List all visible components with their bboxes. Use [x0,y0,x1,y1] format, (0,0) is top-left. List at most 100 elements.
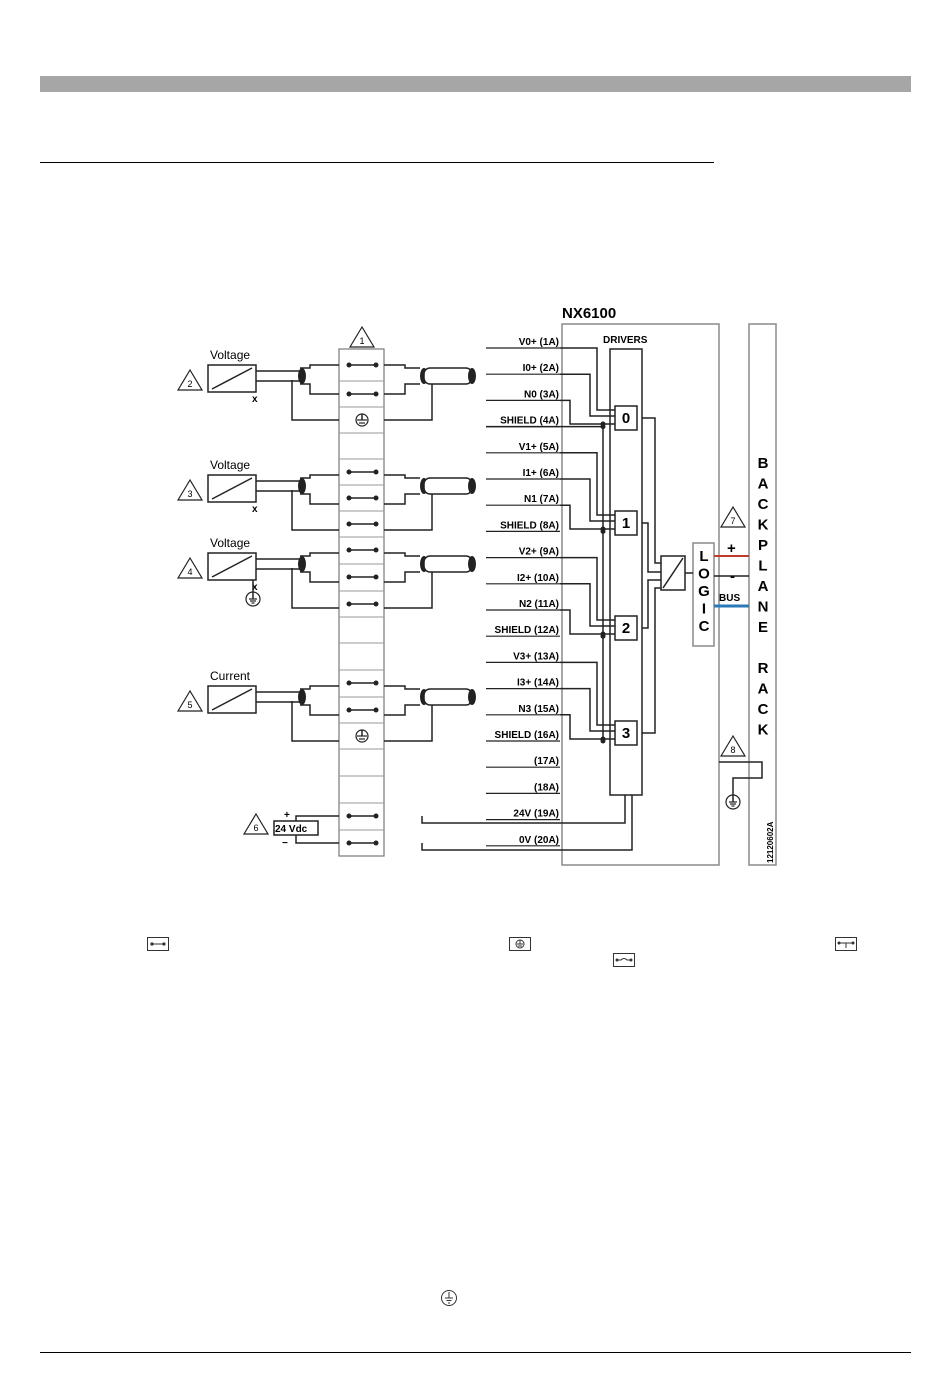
cable-sheath [423,477,473,495]
backplane-letter: P [758,537,768,554]
sensor-label: Voltage [210,348,250,362]
wire [295,815,339,821]
logic-box [692,542,715,647]
wire [291,568,339,609]
minus-label: - [730,568,735,585]
wire [300,364,339,369]
backplane-rack-box [748,323,777,866]
protective-earth-icon [440,1289,458,1312]
wire [211,555,253,578]
note-triangle [176,556,204,579]
terminal-dot [373,547,379,553]
cable-shield [468,689,476,705]
note-number: 2 [187,379,192,389]
wire [560,452,615,516]
wire [560,399,615,425]
terminal-dot [346,547,352,553]
wire [291,490,339,531]
backplane-letter: R [758,660,769,677]
note-triangle [176,478,204,501]
terminal-label: (18A) [534,782,559,793]
logic-letter: G [698,583,710,600]
bus-label: BUS [719,593,740,604]
backplane-letter: B [758,455,769,472]
channel-number: 1 [622,515,630,532]
channel-block [614,405,638,431]
terminal-label: N0 (3A) [524,389,559,400]
note-triangle [348,325,376,348]
terminal-dot [346,521,352,527]
wire [384,383,420,395]
terminal-label: I3+ (14A) [517,678,559,689]
wire [211,688,253,711]
wire [300,685,339,690]
wire [384,704,420,716]
channel-number: 3 [622,725,630,742]
terminal-dot [373,680,379,686]
terminal-label: V1+ (5A) [519,442,559,453]
header-bar [40,76,911,92]
wire [560,609,615,635]
terminal-label: SHIELD (16A) [495,730,559,741]
note-triangle [176,368,204,391]
sensor-label: Current [210,669,251,683]
cable-sheath [423,555,473,573]
channel-number: 0 [622,410,630,427]
terminal-dot [373,521,379,527]
wire [291,380,339,421]
terminal-label: I1+ (6A) [523,468,559,479]
wire [560,556,615,621]
cable-shield [298,478,306,494]
terminal-label: V2+ (9A) [519,547,559,558]
module-box [561,323,720,866]
terminal-label: 24V (19A) [513,809,559,820]
wire [560,504,615,530]
terminal-dot [373,813,379,819]
supply-minus: − [282,838,288,849]
backplane-letter: A [758,578,769,595]
backplane-letter: C [758,496,769,513]
terminal-label: SHIELD (12A) [495,625,559,636]
terminal-dot [346,574,352,580]
terminal-dot [373,574,379,580]
note-number: 4 [187,567,192,577]
module-title: NX6100 [562,305,616,322]
terminal-dot [346,840,352,846]
terminal-dot [346,391,352,397]
wire [384,494,433,531]
drivers-label: DRIVERS [603,335,648,346]
note-triangle [719,505,747,528]
supply-label: 24 Vdc [275,824,308,835]
backplane-letter: C [758,701,769,718]
terminal-label: V3+ (13A) [513,651,559,662]
backplane-letter: E [758,619,768,636]
terminal-label: (17A) [534,756,559,767]
drawing-code: 12120602A [766,821,775,863]
wire [384,552,420,557]
terminal-label: N1 (7A) [524,494,559,505]
wire [384,493,420,505]
terminal-dot [373,495,379,501]
wire [295,835,339,844]
terminal-dot [373,362,379,368]
sensor-label: Voltage [210,458,250,472]
wire [384,572,433,609]
terminal-dot [346,601,352,607]
cable-shield [468,368,476,384]
backplane-letter: K [758,517,769,534]
fuse-terminal-icon [613,953,635,972]
terminal-label: N3 (15A) [518,704,559,715]
terminal-label: SHIELD (4A) [500,416,559,427]
wire [291,701,339,742]
cable-shield [298,556,306,572]
supply-plus: + [284,810,290,821]
backplane-letter: A [758,681,769,698]
wire [300,571,339,583]
switch-terminal-icon [835,937,857,956]
terminal-dot [373,601,379,607]
wire [384,685,420,690]
section-rule [40,162,714,163]
note-number: 1 [359,336,364,346]
channel-block [614,615,638,641]
wire [211,477,253,500]
